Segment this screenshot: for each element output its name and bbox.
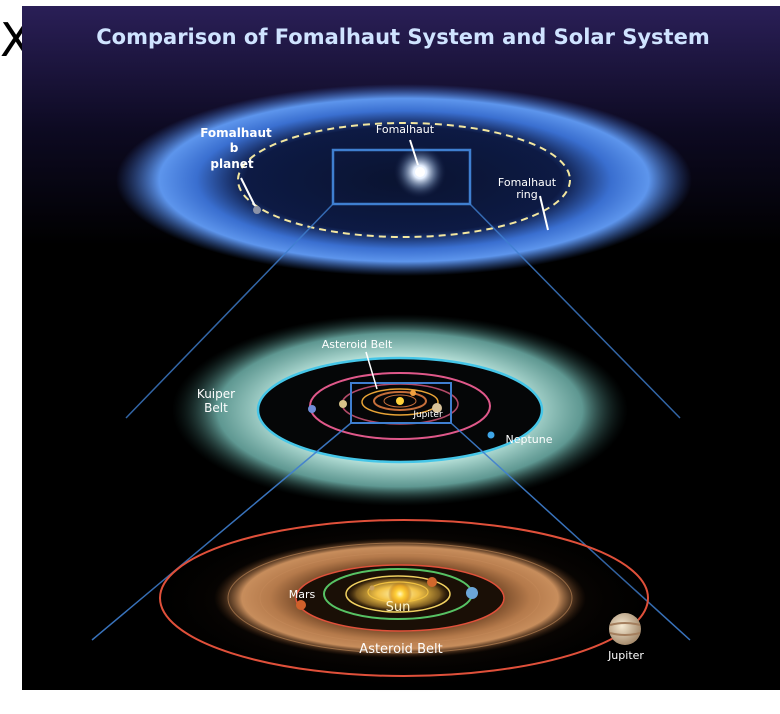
jupiter-small-label: Jupiter (412, 410, 443, 420)
jupiter-label: Jupiter (607, 649, 644, 662)
jupiter-orbit (361, 388, 439, 416)
jupiter-dot (432, 403, 442, 413)
star-pointer (409, 139, 419, 166)
fomalhaut-ring-label-1: Fomalhaut (498, 176, 557, 189)
fomalhaut-system: Fomalhaut b planet Fomalhaut Fomalhaut r… (116, 84, 692, 276)
inner-orbit (383, 394, 417, 408)
neptune-label: Neptune (505, 433, 552, 446)
planet-dot (410, 390, 416, 396)
planet-pointer (240, 177, 256, 207)
mars-dot (296, 600, 306, 610)
asteroid-belt-ring (373, 391, 427, 411)
inner-asteroid-belt-label: Asteroid Belt (359, 642, 442, 657)
solar-zoom-box (350, 382, 452, 424)
fomalhaut-b-planet-dot (253, 206, 261, 214)
sun-dot (396, 397, 404, 405)
mercury-dot (369, 585, 375, 591)
solar-system-middle: Kuiper Belt Asteroid Belt Jupiter Neptun… (172, 314, 628, 506)
ring-pointer (539, 195, 549, 231)
belt-ring-3 (259, 552, 541, 644)
earth-dot (466, 587, 478, 599)
fomalhaut-star-core (415, 167, 425, 177)
venus-orbit (345, 575, 451, 613)
uranus-dot (308, 405, 316, 413)
belt-ring-1 (227, 542, 573, 654)
zoom-lines-upper (125, 203, 681, 419)
mars-label: Mars (289, 588, 316, 601)
fomalhaut-b-planet-label-1: Fomalhaut (200, 126, 272, 140)
neptune-dot (487, 431, 495, 439)
sun-label: Sun (386, 600, 411, 615)
fomalhaut-ring-label-2: ring (516, 188, 538, 201)
neptune-orbit (256, 356, 544, 464)
mars-orbit (295, 564, 505, 632)
jupiter-band-2 (609, 632, 641, 636)
jupiter-orbit-large (159, 519, 649, 677)
fomalhaut-zoom-box (331, 148, 472, 206)
saturn-dot (339, 400, 347, 408)
venus-dot (427, 577, 437, 587)
asteroid-pointer (365, 351, 378, 390)
fomalhaut-dashed-orbit (237, 122, 571, 238)
jupiter-band-1 (609, 622, 641, 626)
fomalhaut-b-planet-label-2: b (230, 141, 239, 155)
fomalhaut-b-planet-label-3: planet (210, 157, 253, 171)
inner-solar-system: Mars Sun Asteroid Belt Jupiter (134, 508, 674, 692)
kuiper-belt-label-2: Belt (204, 401, 228, 415)
sun (388, 582, 412, 606)
belt-ring-2 (243, 547, 557, 649)
kuiper-belt-label-1: Kuiper (197, 387, 235, 401)
asteroid-belt-label: Asteroid Belt (322, 338, 393, 351)
jupiter-planet (609, 613, 641, 645)
fomalhaut-star-label: Fomalhaut (376, 123, 435, 136)
diagram-title: Comparison of Fomalhaut System and Solar… (96, 25, 709, 49)
